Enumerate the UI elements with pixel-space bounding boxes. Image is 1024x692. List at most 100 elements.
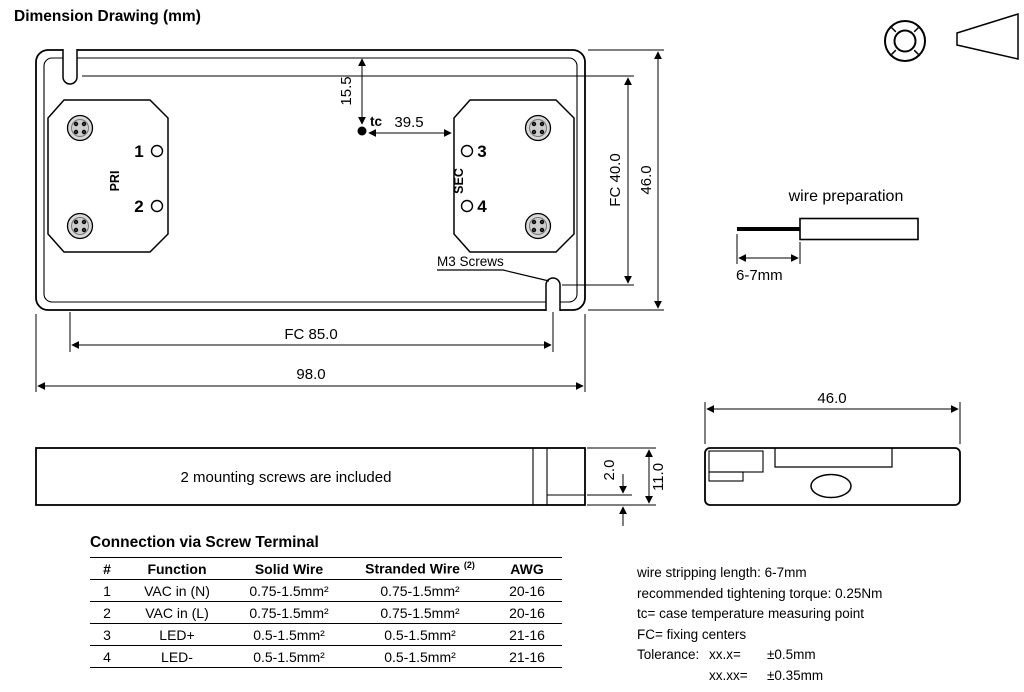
screw-icon bbox=[66, 114, 94, 142]
cell-function: VAC in (L) bbox=[124, 601, 230, 624]
table-row: 1 VAC in (N) 0.75-1.5mm² 0.75-1.5mm² 20-… bbox=[90, 579, 562, 602]
m3-screws-callout: M3 Screws bbox=[437, 254, 550, 282]
side-view: 2 mounting screws are included 2.0 11.0 bbox=[35, 447, 667, 526]
screw-icon bbox=[524, 212, 552, 240]
cell-stranded-wire: 0.75-1.5mm² bbox=[348, 579, 492, 602]
col-stranded-wire-footnote: (2) bbox=[463, 560, 475, 571]
tolerance-row: xx.xx= ±0.35mm bbox=[637, 666, 1017, 687]
dim-strip-length: 6-7mm bbox=[736, 234, 801, 284]
col-awg: AWG bbox=[492, 557, 562, 580]
cell-awg: 20-16 bbox=[492, 601, 562, 624]
cell-number: 1 bbox=[90, 579, 124, 602]
cell-solid-wire: 0.75-1.5mm² bbox=[230, 601, 348, 624]
svg-text:39.5: 39.5 bbox=[394, 114, 423, 131]
end-view: 46.0 bbox=[704, 390, 961, 506]
cell-function: LED- bbox=[124, 645, 230, 668]
end-view-recess bbox=[774, 448, 893, 468]
terminal-1-number: 1 bbox=[134, 142, 143, 161]
svg-text:2.0: 2.0 bbox=[601, 460, 618, 481]
note-tc: tc= case temperature measuring point bbox=[637, 606, 864, 621]
dim-tc-to-block: 39.5 bbox=[368, 114, 452, 137]
terminal-2-hole bbox=[150, 199, 164, 213]
tolerance-value: ±0.5mm bbox=[767, 647, 816, 662]
pri-label: PRI bbox=[108, 171, 122, 192]
svg-text:15.5: 15.5 bbox=[338, 76, 355, 105]
connection-table-title: Connection via Screw Terminal bbox=[90, 534, 319, 551]
dim-end-width: 46.0 bbox=[704, 390, 961, 444]
tolerance-key: xx.xx= bbox=[709, 667, 748, 683]
terminal-4-hole bbox=[460, 199, 474, 213]
note-torque: recommended tightening torque: 0.25Nm bbox=[637, 585, 883, 601]
terminal-3-number: 3 bbox=[477, 142, 486, 161]
cell-awg: 21-16 bbox=[492, 645, 562, 668]
dim-fixing-horizontal: FC 85.0 bbox=[69, 312, 554, 352]
sec-label: SEC bbox=[452, 168, 466, 194]
svg-text:FC 85.0: FC 85.0 bbox=[284, 326, 337, 343]
cell-solid-wire: 0.5-1.5mm² bbox=[230, 623, 348, 646]
top-view: 1 2 PRI 3 4 SEC tc 15.5 39.5 bbox=[35, 49, 664, 392]
table-row: 4 LED- 0.5-1.5mm² 0.5-1.5mm² 21-16 bbox=[90, 645, 562, 668]
notes-section: wire stripping length: 6-7mm recommended… bbox=[637, 563, 1017, 686]
cell-number: 2 bbox=[90, 601, 124, 624]
tolerance-key: xx.x= bbox=[709, 647, 741, 662]
terminal-3-hole bbox=[460, 144, 474, 158]
note-strip-length: wire stripping length: 6-7mm bbox=[637, 565, 807, 580]
terminal-2-number: 2 bbox=[134, 197, 143, 216]
cell-stranded-wire: 0.5-1.5mm² bbox=[348, 645, 492, 668]
connection-table-section: Connection via Screw Terminal # Function… bbox=[90, 534, 568, 668]
mounting-slot-top-left bbox=[62, 49, 78, 85]
table-row: 3 LED+ 0.5-1.5mm² 0.5-1.5mm² 21-16 bbox=[90, 623, 562, 646]
wire-preparation-title: wire preparation bbox=[788, 188, 904, 205]
cell-function: LED+ bbox=[124, 623, 230, 646]
col-stranded-wire-label: Stranded Wire bbox=[365, 560, 460, 577]
wire-cone-icon bbox=[956, 12, 1019, 60]
cell-solid-wire: 0.75-1.5mm² bbox=[230, 579, 348, 602]
dim-width: 98.0 bbox=[35, 314, 586, 392]
case-outline bbox=[35, 49, 586, 311]
svg-text:46.0: 46.0 bbox=[638, 165, 655, 194]
dim-case-height: 11.0 bbox=[587, 447, 667, 506]
tolerance-label: Tolerance: bbox=[637, 647, 700, 662]
terminal-block-sec: 3 4 SEC bbox=[452, 99, 575, 253]
wire-insulation bbox=[799, 217, 919, 241]
tc-label: tc bbox=[370, 114, 382, 129]
dim-lip: 2.0 bbox=[587, 460, 632, 526]
wire-preparation: wire preparation 6-7mm bbox=[736, 188, 919, 284]
table-header-row: # Function Solid Wire Stranded Wire (2) … bbox=[90, 557, 562, 580]
cell-stranded-wire: 0.5-1.5mm² bbox=[348, 623, 492, 646]
case-inner-outline bbox=[43, 57, 578, 303]
col-stranded-wire: Stranded Wire (2) bbox=[348, 557, 492, 580]
svg-text:FC 40.0: FC 40.0 bbox=[607, 153, 624, 206]
tolerance-label-spacer bbox=[637, 666, 709, 687]
screw-icon bbox=[66, 212, 94, 240]
dim-fixing-vertical: FC 40.0 bbox=[82, 75, 634, 286]
cell-solid-wire: 0.5-1.5mm² bbox=[230, 645, 348, 668]
stripped-conductor bbox=[737, 227, 801, 231]
cell-awg: 20-16 bbox=[492, 579, 562, 602]
terminal-4-number: 4 bbox=[477, 197, 487, 216]
wire-end-view-icon bbox=[884, 20, 926, 62]
end-view-slot-oval bbox=[810, 473, 852, 499]
terminal-1-hole bbox=[150, 144, 164, 158]
tolerance-row: Tolerance: xx.x= ±0.5mm bbox=[637, 645, 1017, 666]
tc-point bbox=[357, 126, 367, 136]
col-function: Function bbox=[124, 557, 230, 580]
mounting-screws-note: 2 mounting screws are included bbox=[181, 469, 392, 486]
mounting-slot-bottom-right bbox=[545, 277, 561, 311]
end-view-terminal-detail bbox=[708, 471, 744, 482]
col-solid-wire: Solid Wire bbox=[230, 557, 348, 580]
svg-text:98.0: 98.0 bbox=[296, 366, 325, 383]
cell-awg: 21-16 bbox=[492, 623, 562, 646]
cell-stranded-wire: 0.75-1.5mm² bbox=[348, 601, 492, 624]
table-row: 2 VAC in (L) 0.75-1.5mm² 0.75-1.5mm² 20-… bbox=[90, 601, 562, 624]
tolerance-value: ±0.35mm bbox=[767, 667, 824, 683]
svg-text:46.0: 46.0 bbox=[817, 390, 846, 407]
terminal-block-pri: 1 2 PRI bbox=[47, 99, 169, 253]
note-fc: FC= fixing centers bbox=[637, 626, 747, 642]
screw-icon bbox=[524, 114, 552, 142]
col-number: # bbox=[90, 557, 124, 580]
cell-function: VAC in (N) bbox=[124, 579, 230, 602]
cell-number: 3 bbox=[90, 623, 124, 646]
side-view-outline bbox=[35, 447, 586, 506]
